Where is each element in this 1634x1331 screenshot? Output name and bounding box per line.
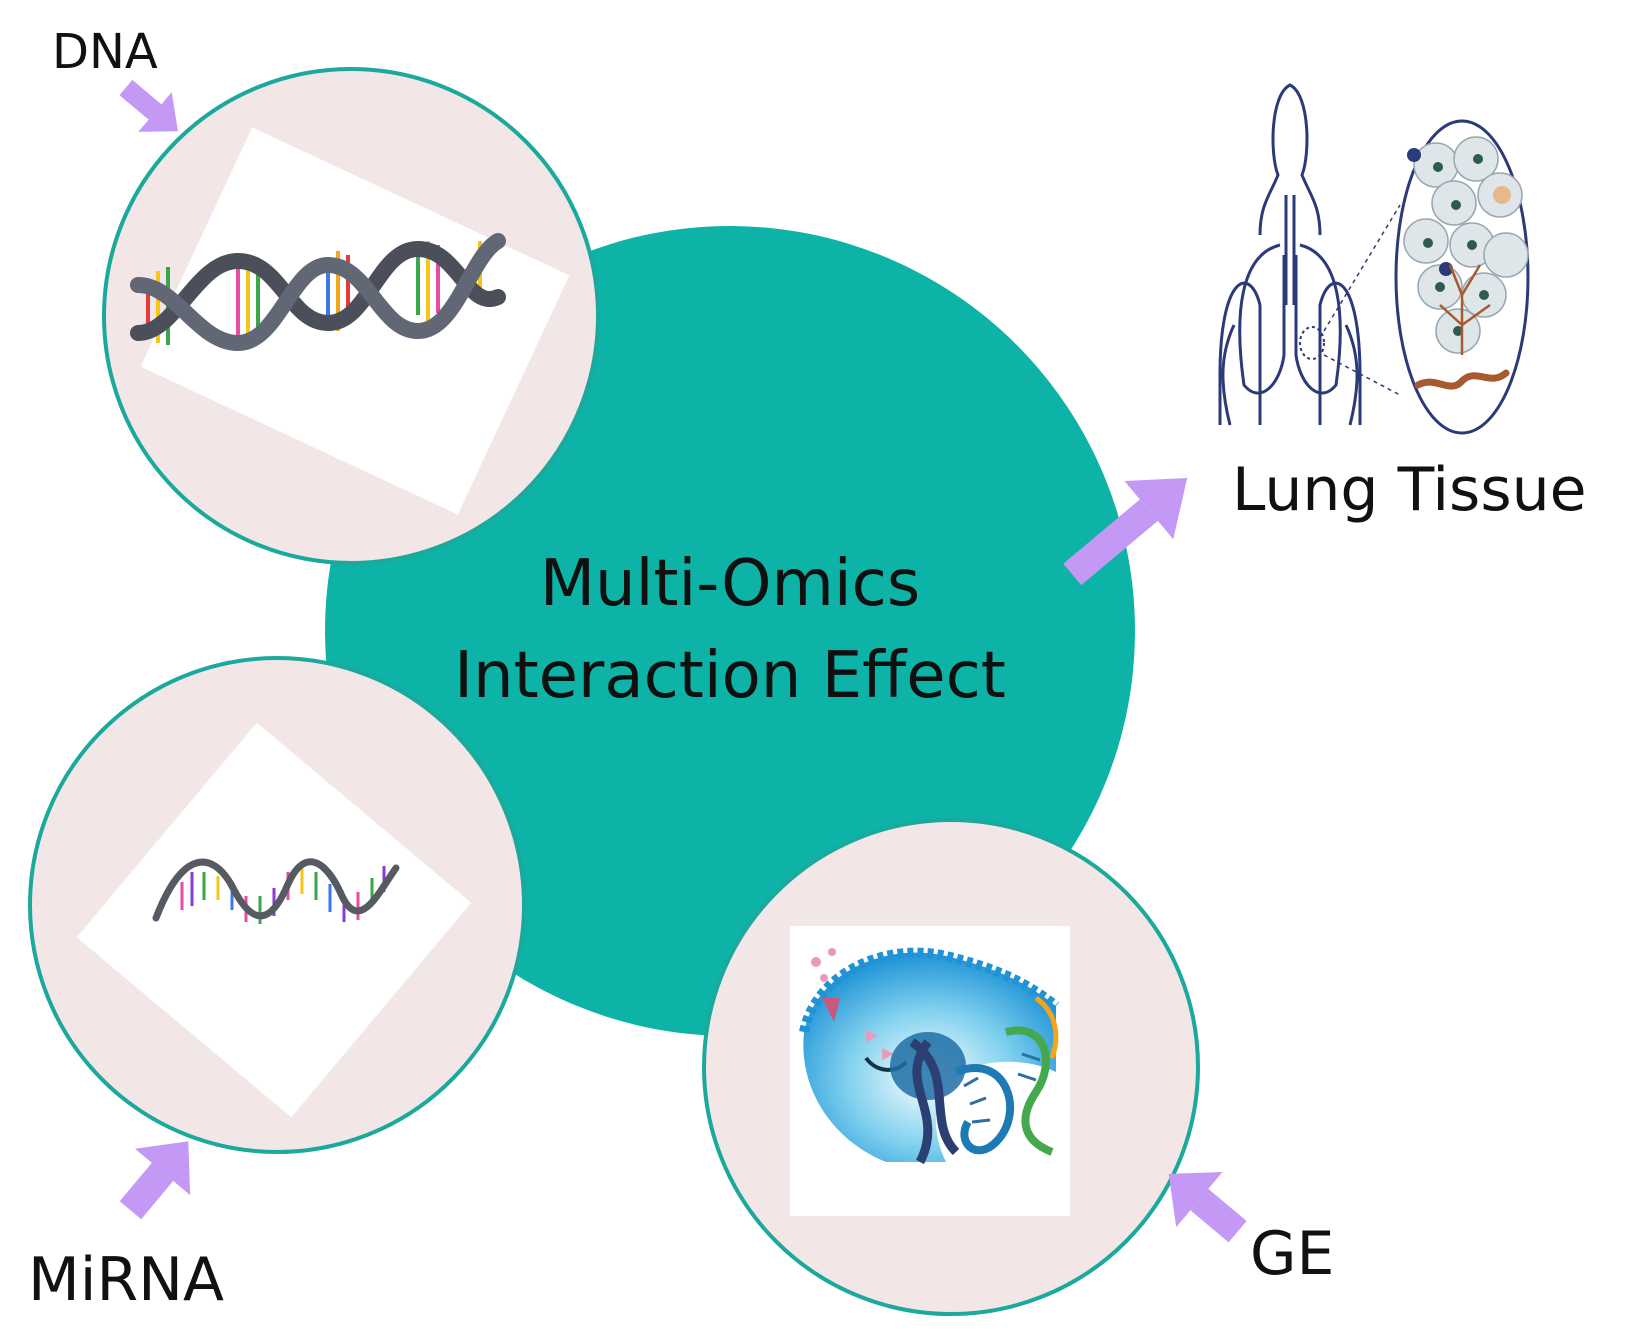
ge-arrow <box>1168 1171 1247 1243</box>
ge-label: GE <box>1250 1219 1335 1289</box>
dna-double-helix-icon <box>130 127 570 515</box>
rna-helix-icon <box>76 722 472 1118</box>
dna-label: DNA <box>52 24 158 80</box>
hub-title: Multi-Omics Interaction Effect <box>325 538 1135 722</box>
mirna-label: MiRNA <box>28 1245 225 1315</box>
dna-arrow <box>119 79 178 132</box>
lung-tissue-illustration <box>1200 55 1540 435</box>
mirna-arrow <box>119 1141 191 1220</box>
ge-node <box>702 818 1200 1316</box>
gene-expression-icon <box>790 926 1070 1216</box>
lung-tissue-arrow <box>1063 478 1188 586</box>
hub-title-line1: Multi-Omics <box>539 547 921 621</box>
lung-tissue-icon <box>1218 83 1530 435</box>
mirna-node <box>28 656 526 1154</box>
dna-node <box>102 67 600 565</box>
hub-title-line2: Interaction Effect <box>454 639 1006 713</box>
lung-tissue-label: Lung Tissue <box>1232 455 1587 525</box>
